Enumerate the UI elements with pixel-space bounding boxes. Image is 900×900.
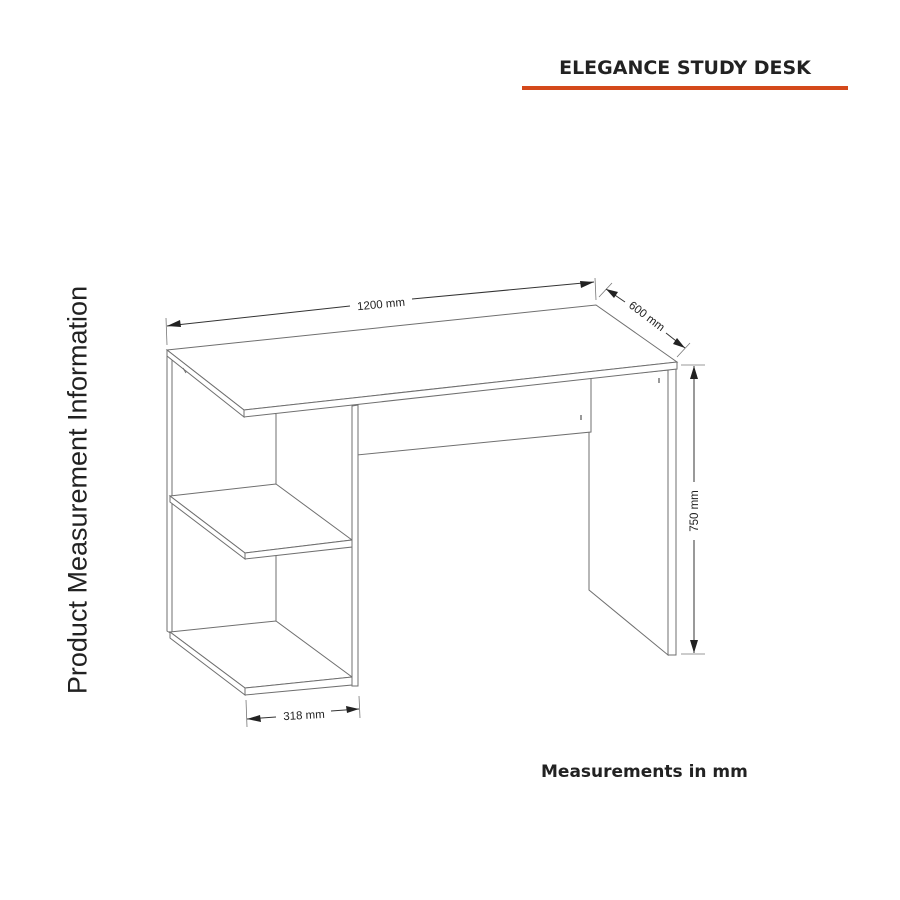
depth-dimension-label: 600 mm [626, 300, 666, 335]
shelf-width-dimension-label: 318 mm [283, 709, 325, 723]
height-dimension-label: 750 mm [689, 490, 701, 532]
measurement-unit-note: Measurements in mm [541, 762, 748, 782]
width-dimension-label: 1200 mm [357, 297, 406, 314]
title-underline [522, 86, 848, 90]
left-shelf-unit [166, 351, 359, 697]
right-leg-panel [588, 367, 677, 657]
product-title: ELEGANCE STUDY DESK [559, 57, 811, 79]
shelf-width-dimension: 318 mm [245, 695, 361, 728]
desk-top [165, 304, 679, 419]
height-dimension: 750 mm [681, 364, 705, 655]
width-dimension: 1200 mm [165, 277, 597, 346]
